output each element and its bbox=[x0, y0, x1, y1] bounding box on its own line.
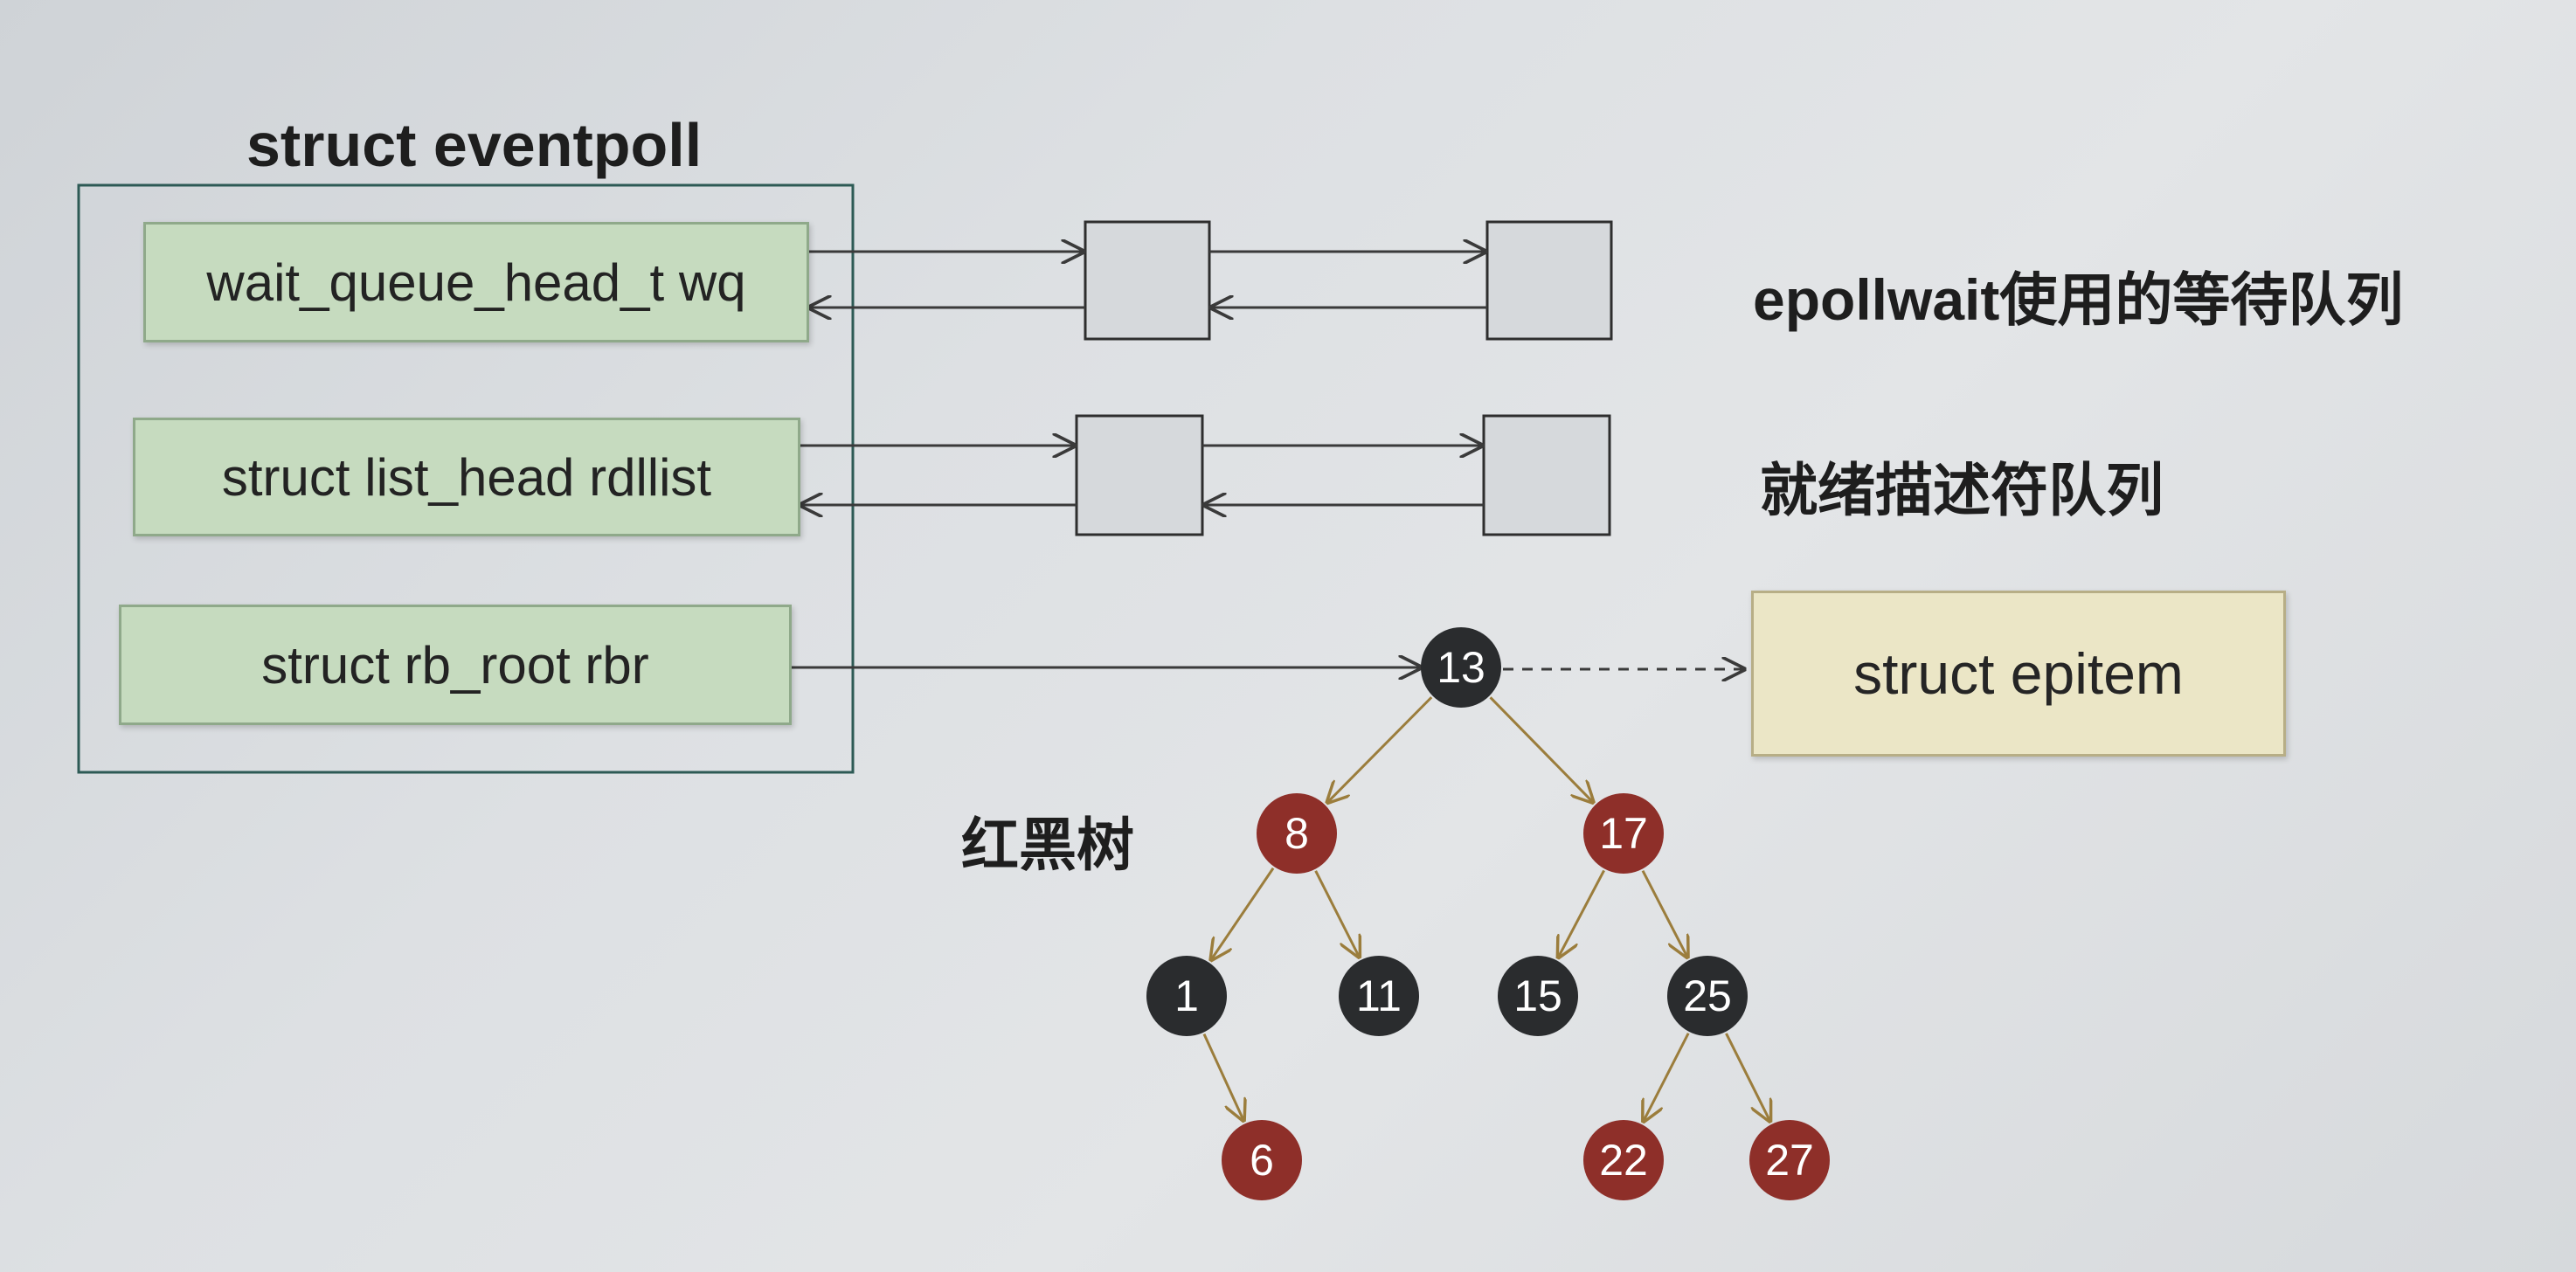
tree-node-label-8: 8 bbox=[1285, 809, 1309, 858]
tree-edge-n8-n1 bbox=[1211, 867, 1275, 960]
rb-tree-label: 红黑树 bbox=[961, 812, 1134, 877]
ready-list-node-1 bbox=[1075, 414, 1204, 536]
field-rdllist-label: struct list_head rdllist bbox=[221, 447, 712, 507]
tree-edge-n25-n22 bbox=[1644, 1033, 1690, 1122]
tree-node-1 bbox=[1146, 956, 1227, 1036]
eventpoll-container bbox=[77, 183, 855, 774]
tree-node-label-11: 11 bbox=[1356, 971, 1402, 1020]
field-wq: wait_queue_head_t wq bbox=[143, 222, 809, 342]
rb-tree-edges bbox=[1202, 696, 1770, 1122]
tree-node-label-1: 1 bbox=[1174, 971, 1199, 1020]
ready-list-node-2 bbox=[1482, 414, 1611, 536]
tree-node-17 bbox=[1583, 793, 1664, 874]
tree-node-15 bbox=[1498, 956, 1578, 1036]
tree-edge-n13-n17 bbox=[1489, 696, 1593, 802]
tree-node-label-25: 25 bbox=[1683, 971, 1732, 1020]
tree-node-25 bbox=[1667, 956, 1748, 1036]
tree-node-6 bbox=[1222, 1120, 1302, 1200]
eventpoll-title: struct eventpoll bbox=[246, 111, 703, 179]
tree-node-label-6: 6 bbox=[1250, 1136, 1274, 1185]
tree-edge-n13-n8 bbox=[1327, 696, 1433, 802]
tree-node-label-22: 22 bbox=[1599, 1136, 1648, 1185]
epitem-label: struct epitem bbox=[1853, 641, 2184, 706]
wait-queue-node-1 bbox=[1084, 220, 1211, 341]
tree-edge-n1-n6 bbox=[1202, 1034, 1243, 1121]
field-rbr-label: struct rb_root rbr bbox=[261, 635, 649, 695]
field-rbr: struct rb_root rbr bbox=[119, 605, 792, 725]
tree-node-label-17: 17 bbox=[1599, 809, 1648, 858]
tree-edge-n8-n11 bbox=[1314, 870, 1360, 957]
tree-edge-n17-n15 bbox=[1558, 869, 1605, 957]
tree-node-label-15: 15 bbox=[1513, 971, 1562, 1020]
tree-node-label-13: 13 bbox=[1437, 643, 1485, 692]
wait-queue-label: epollwait使用的等待队列 bbox=[1753, 267, 2404, 332]
tree-node-8 bbox=[1257, 793, 1337, 874]
tree-edge-n17-n25 bbox=[1641, 869, 1687, 957]
tree-node-22 bbox=[1583, 1120, 1664, 1200]
wait-queue-node-2 bbox=[1485, 220, 1613, 341]
epitem-box: struct epitem bbox=[1751, 591, 2286, 757]
tree-node-27 bbox=[1749, 1120, 1830, 1200]
field-rdllist: struct list_head rdllist bbox=[133, 418, 800, 536]
tree-node-11 bbox=[1339, 956, 1419, 1036]
tree-node-label-27: 27 bbox=[1765, 1136, 1814, 1185]
ready-list-label: 就绪描述符队列 bbox=[1760, 458, 2164, 522]
tree-node-13 bbox=[1421, 627, 1501, 708]
field-wq-label: wait_queue_head_t wq bbox=[206, 252, 746, 312]
tree-edge-n25-n27 bbox=[1725, 1033, 1769, 1121]
